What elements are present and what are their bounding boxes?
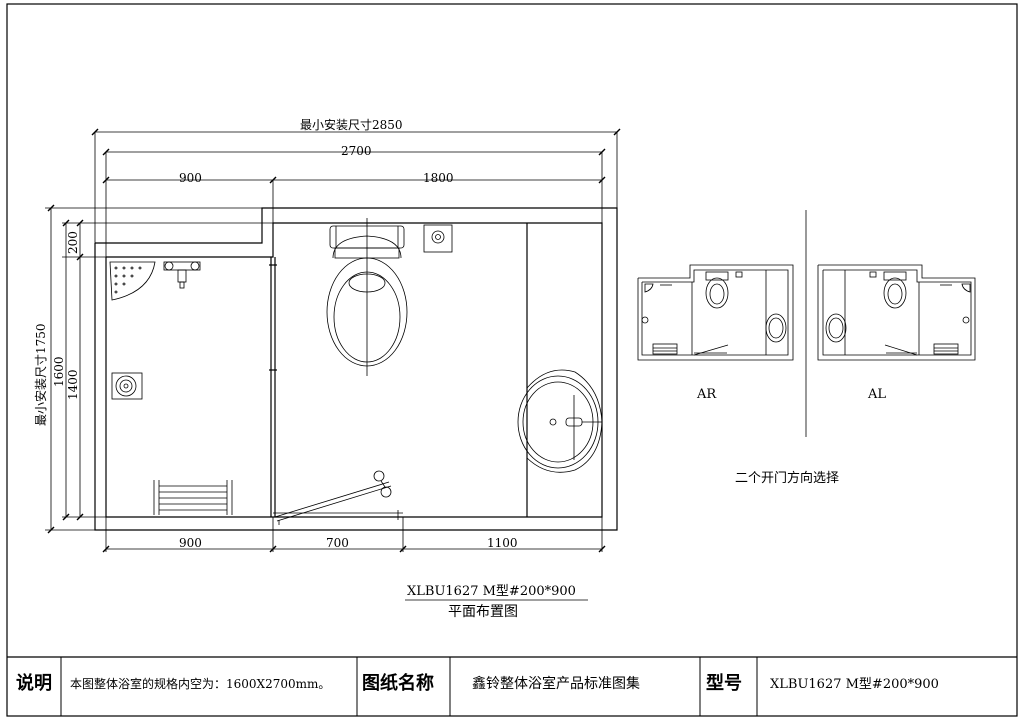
toilet	[326, 218, 408, 376]
plan-model-line: XLBU1627 M型#200*900	[407, 584, 576, 599]
dim-1400: 1400	[66, 369, 80, 400]
sheet-border	[6, 3, 1018, 717]
dim-total-width: 2700	[341, 144, 372, 158]
title-model-value: XLBU1627 M型#200*900	[770, 677, 939, 692]
title-note-label: 说明	[16, 673, 52, 694]
dim-bottom-middle: 700	[326, 536, 349, 550]
variant-al-label: AL	[868, 387, 887, 402]
title-drawing-name-label: 图纸名称	[362, 673, 434, 694]
extension-lines	[45, 132, 618, 552]
shower-mixer	[163, 261, 201, 289]
dim-left-width: 900	[179, 171, 202, 185]
variants-note: 二个开门方向选择	[735, 471, 840, 486]
main-plan-walls	[94, 207, 618, 531]
title-block-frame	[7, 656, 1017, 716]
variant-ar-plan	[637, 264, 794, 361]
dim-bottom-left: 900	[179, 536, 202, 550]
dim-bottom-right: 1100	[487, 536, 518, 550]
dim-min-install-width: 最小安装尺寸2850	[300, 118, 403, 132]
dim-200: 200	[66, 231, 80, 254]
dim-min-install-height: 最小安装尺寸1750	[34, 323, 48, 426]
towel-rack	[153, 480, 233, 515]
door-leaf	[273, 470, 403, 525]
plan-caption: 平面布置图	[448, 604, 518, 620]
dim-right-width: 1800	[423, 171, 454, 185]
corner-shelf	[109, 261, 156, 301]
washbasin	[517, 369, 603, 473]
variant-ar-label: AR	[697, 387, 717, 402]
title-drawing-name: 鑫铃整体浴室产品标准图集	[472, 676, 640, 692]
title-model-label: 型号	[706, 673, 742, 694]
variant-al-plan	[817, 264, 976, 361]
title-note-text: 本图整体浴室的规格内空为：1600X2700mm。	[70, 677, 331, 691]
floor-drain	[111, 372, 143, 400]
dimension-lines	[47, 128, 621, 553]
wall-outlet	[423, 224, 453, 253]
dim-1600: 1600	[52, 356, 66, 387]
